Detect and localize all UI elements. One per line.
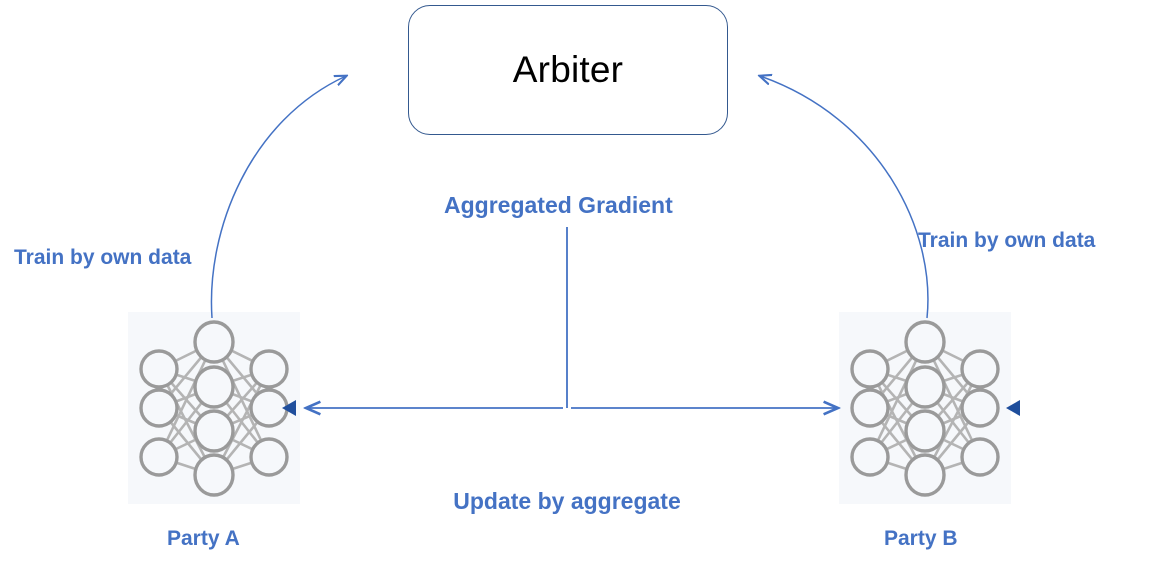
label-update-by-aggregate-gradient: Update by aggregate gradient <box>443 434 691 572</box>
label-train-by-own-data-a: Train by own data <box>14 246 192 269</box>
arrow-party-a-to-arbiter <box>210 76 346 319</box>
neural-network-icon <box>850 320 1000 497</box>
label-party-b: Party B <box>884 527 958 550</box>
label-train-by-own-data-b: Train by own data <box>918 229 1096 252</box>
arbiter-label: Arbiter <box>512 49 624 90</box>
party-b-network-panel <box>839 312 1011 504</box>
neural-network-icon <box>139 320 289 497</box>
update-label-line-2: gradient <box>443 570 691 572</box>
arrow-party-b-to-arbiter <box>760 76 929 319</box>
label-aggregated-gradient: Aggregated Gradient <box>444 192 673 218</box>
label-party-a: Party A <box>167 527 240 550</box>
arbiter-node[interactable]: Arbiter <box>408 5 728 135</box>
update-label-line-1: Update by aggregate <box>453 488 681 515</box>
party-a-network-panel <box>128 312 300 504</box>
